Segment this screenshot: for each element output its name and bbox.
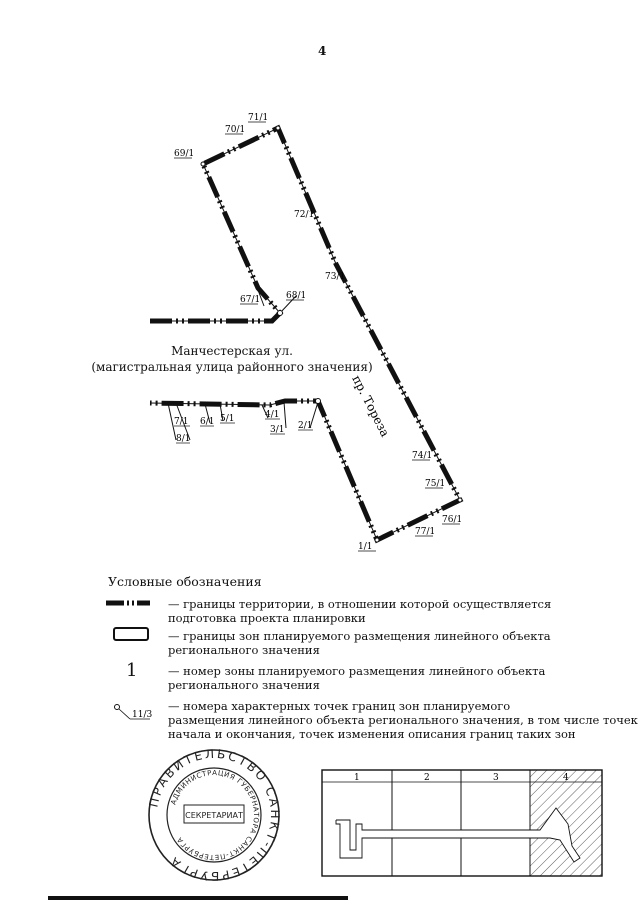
page-number: 4: [318, 44, 327, 58]
point-label-73: 73/1: [325, 272, 345, 282]
point-label-2: 2/1: [298, 421, 312, 431]
point-label-77: 77/1: [415, 527, 435, 537]
legend-zone-number-symbol: 1: [126, 660, 138, 681]
legend-item-zone-line1: — границы зон планируемого размещения ли…: [168, 629, 551, 643]
point-label-75: 75/1: [425, 479, 445, 489]
point-label-70: 70/1: [225, 125, 245, 135]
point-labels: 71/1 70/1 69/1 72/1 73/1 67/1 68/1 7/1 8…: [174, 113, 462, 552]
legend-item-points-line3: начала и окончания, точек изменения опис…: [168, 727, 576, 741]
legend-item-points: — номера характерных точек границ зон пл…: [168, 699, 638, 741]
street-label-manchester: Манчестерская ул.: [171, 344, 293, 358]
legend-item-zone-line2: регионального значения: [168, 643, 320, 657]
point-label-76: 76/1: [442, 515, 462, 525]
point-label-68: 68/1: [286, 291, 306, 301]
zone-boundary: [149, 127, 461, 541]
point-label-4: 4/1: [265, 410, 279, 420]
sheet-index: 1 2 3 4: [321, 769, 603, 877]
legend-item-territory-line2: подготовка проекта планировки: [168, 611, 366, 625]
sheet-label-1: 1: [354, 773, 360, 783]
sheet-label-3: 3: [493, 773, 499, 783]
legend-item-zone-number-line1: — номер зоны планируемого размещения лин…: [168, 664, 546, 678]
point-label-6: 6/1: [200, 417, 214, 427]
point-label-67: 67/1: [240, 295, 260, 305]
point-label-71: 71/1: [248, 113, 268, 123]
stamp-center-text: СЕКРЕТАРИАТ: [185, 811, 243, 820]
legend-item-zone-number-line2: регионального значения: [168, 678, 320, 692]
legend-symbol-zone: [113, 627, 149, 641]
point-label-72: 72/1: [294, 210, 314, 220]
point-label-7: 7/1: [174, 417, 188, 427]
point-label-74: 74/1: [412, 451, 432, 461]
street-label-manchester-type: (магистральная улица районного значения): [91, 360, 373, 374]
legend-symbol-point: 11/3: [114, 704, 152, 720]
point-label-5: 5/1: [220, 414, 234, 424]
bottom-rule: [48, 896, 348, 900]
legend-item-territory: — границы территории, в отношении которо…: [168, 597, 551, 625]
point-label-69: 69/1: [174, 149, 194, 159]
point-markers: [200, 125, 463, 543]
legend-item-territory-line1: — границы территории, в отношении которо…: [168, 597, 552, 611]
legend-point-example: 11/3: [132, 710, 152, 720]
point-label-3: 3/1: [270, 425, 284, 435]
legend-item-points-line2: размещения линейного объекта регионально…: [168, 713, 638, 727]
territory-boundary-upper: [149, 124, 464, 544]
legend-item-zone: — границы зон планируемого размещения ли…: [168, 629, 551, 657]
legend-item-points-line1: — номера характерных точек границ зон пл…: [168, 699, 511, 713]
legend-item-zone-number: — номер зоны планируемого размещения лин…: [168, 664, 545, 692]
legend-title: Условные обозначения: [108, 574, 262, 589]
official-stamp: ПРАВИТЕЛЬСТВО САНКТ-ПЕТЕРБУРГА АДМИНИСТР…: [146, 747, 280, 883]
point-label-8: 8/1: [176, 434, 190, 444]
point-label-1: 1/1: [358, 542, 372, 552]
sheet-label-2: 2: [424, 773, 430, 783]
street-label-torez: пр. Тореза: [349, 373, 392, 439]
boundary-ticks: [167, 289, 319, 441]
sheet-label-4: 4: [563, 773, 569, 783]
